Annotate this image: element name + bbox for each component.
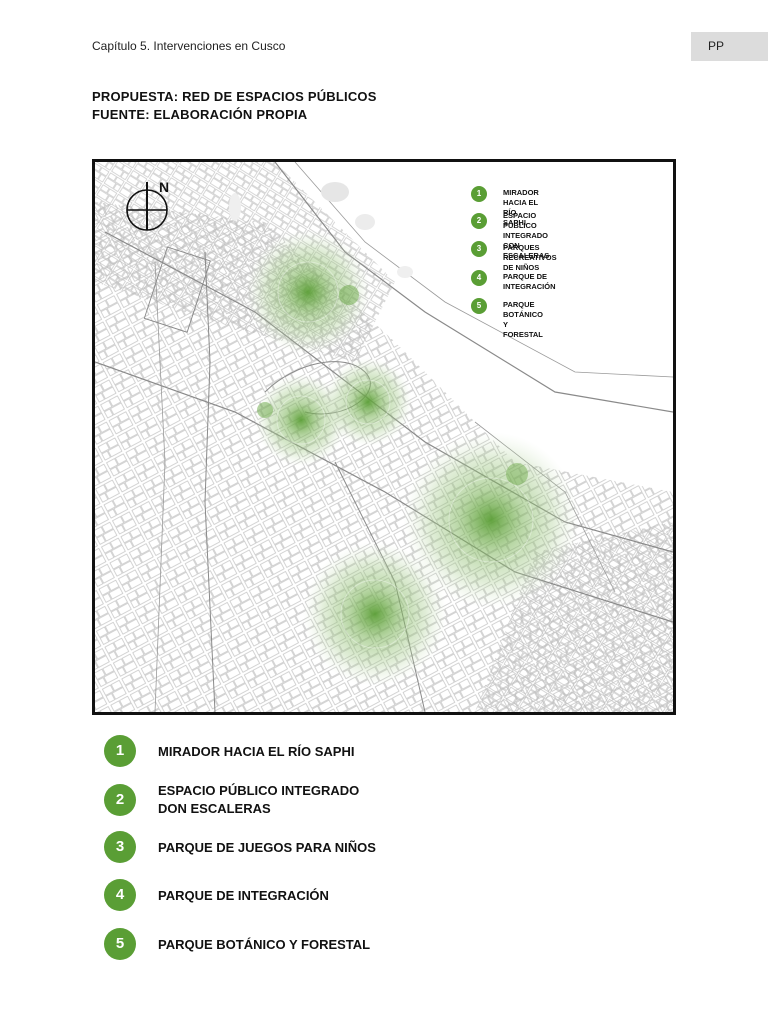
legend-label: MIRADOR HACIA EL RÍO SAPHI	[158, 744, 355, 759]
site-map: N 1 MIRADOR HACIA EL RÍO SAPHI 2 ESPACIO…	[92, 159, 676, 715]
legend-badge: 5	[104, 928, 136, 960]
map-legend-badge: 2	[471, 213, 487, 229]
map-legend-label: PARQUE BOTÁNICO Y FORESTAL	[503, 300, 543, 339]
map-drawing: N	[95, 162, 673, 712]
legend-item: 1 MIRADOR HACIA EL RÍO SAPHI	[104, 735, 524, 769]
legend-badge: 1	[104, 735, 136, 767]
map-legend-badge: 5	[471, 298, 487, 314]
legend-badge: 3	[104, 831, 136, 863]
map-legend-badge: 1	[471, 186, 487, 202]
map-legend-badge: 3	[471, 241, 487, 257]
map-legend-label: PARQUE DE INTEGRACIÓN	[503, 272, 556, 291]
title-line-2: FUENTE: ELABORACIÓN PROPIA	[92, 107, 308, 122]
legend-item: 4 PARQUE DE INTEGRACIÓN	[104, 879, 524, 913]
north-arrow-icon: N	[126, 179, 169, 231]
legend-badge: 2	[104, 784, 136, 816]
legend-item: 3 PARQUE DE JUEGOS PARA NIÑOS	[104, 831, 524, 865]
map-legend-badge: 4	[471, 270, 487, 286]
map-legend-label: MIRADOR HACIA EL RÍO SAPHI	[503, 188, 539, 227]
chapter-header: Capítulo 5. Intervenciones en Cusco	[92, 39, 286, 53]
north-label: N	[159, 179, 169, 195]
legend-label: ESPACIO PÚBLICO INTEGRADO DON ESCALERAS	[158, 783, 360, 816]
map-legend-label: PARQUES RECREATIVOS DE NIÑOS	[503, 243, 557, 272]
legend-item: 5 PARQUE BOTÁNICO Y FORESTAL	[104, 928, 524, 962]
legend-label: PARQUE BOTÁNICO Y FORESTAL	[158, 937, 371, 952]
title-line-1: PROPUESTA: RED DE ESPACIOS PÚBLICOS	[92, 89, 377, 104]
page-tag: PP	[691, 32, 768, 61]
legend-label: PARQUE DE INTEGRACIÓN	[158, 888, 329, 903]
legend-item: 2 ESPACIO PÚBLICO INTEGRADO DON ESCALERA…	[104, 783, 524, 818]
legend-label: PARQUE DE JUEGOS PARA NIÑOS	[158, 840, 376, 855]
page-title: PROPUESTA: RED DE ESPACIOS PÚBLICOS FUEN…	[92, 88, 377, 124]
map-legend-label: ESPACIO PÚBLICO INTEGRADO CON ESCALERAS	[503, 211, 550, 260]
legend-badge: 4	[104, 879, 136, 911]
